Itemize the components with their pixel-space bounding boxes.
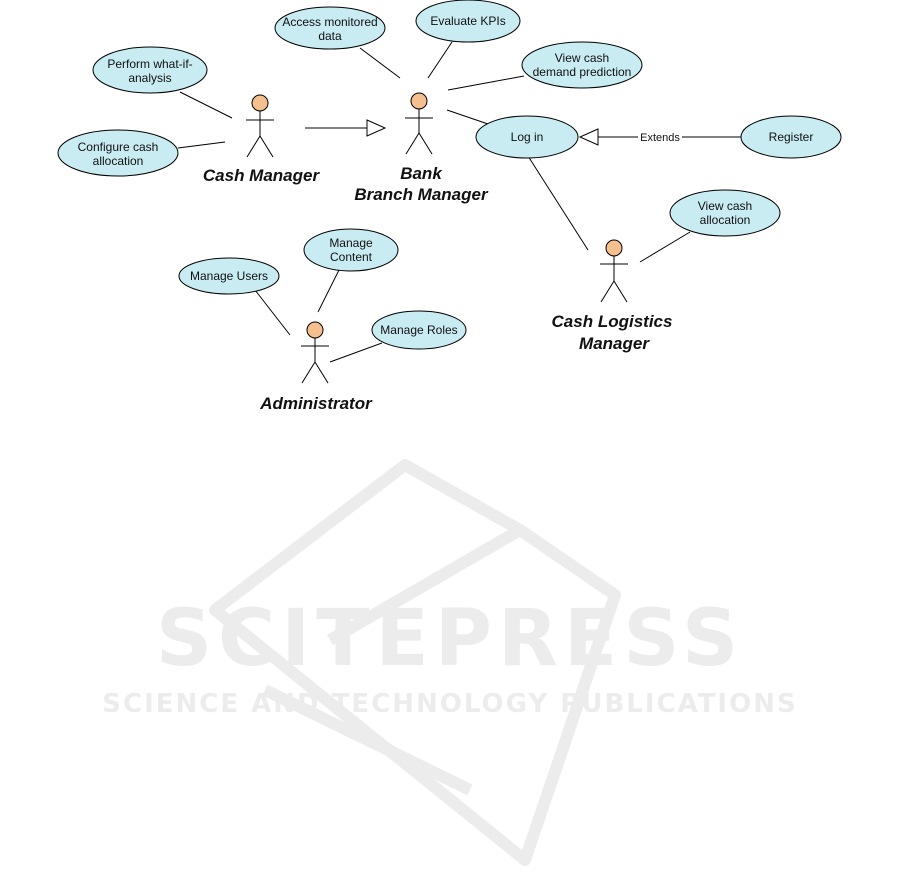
use-case-view-cash-demand[interactable]: View cash demand prediction bbox=[521, 41, 643, 89]
assoc-login-bank bbox=[446, 109, 489, 125]
use-case-label: View cash bbox=[555, 51, 609, 65]
actor-label: Cash Logistics bbox=[552, 312, 673, 331]
watermark-book-icon bbox=[209, 459, 621, 866]
assoc-users bbox=[254, 289, 291, 336]
use-case-label: Content bbox=[330, 250, 373, 264]
use-case-manage-content[interactable]: Manage Content bbox=[303, 228, 399, 272]
stick-figure-icon bbox=[600, 239, 628, 303]
use-case-label: Register bbox=[769, 130, 814, 144]
use-case-configure-cash[interactable]: Configure cash allocation bbox=[57, 129, 179, 177]
use-case-label: Log in bbox=[511, 130, 544, 144]
use-case-label: Manage Roles bbox=[380, 323, 457, 337]
use-case-label: Manage Users bbox=[190, 269, 268, 283]
associations bbox=[177, 41, 691, 363]
use-case-evaluate-kpis[interactable]: Evaluate KPIs bbox=[415, 0, 521, 43]
assoc-demand bbox=[447, 75, 525, 91]
use-case-label: Manage bbox=[329, 236, 373, 250]
use-case-label: Perform what-if- bbox=[107, 57, 192, 71]
assoc-roles bbox=[329, 342, 383, 363]
actor-bank-branch-manager[interactable]: Bank Branch Manager bbox=[354, 92, 489, 204]
use-case-register[interactable]: Register bbox=[740, 115, 842, 159]
actor-cash-logistics-manager[interactable]: Cash Logistics Manager bbox=[552, 239, 673, 353]
use-case-manage-users[interactable]: Manage Users bbox=[178, 257, 280, 295]
assoc-kpis bbox=[427, 41, 453, 79]
use-case-log-in[interactable]: Log in bbox=[475, 115, 579, 159]
use-case-label: data bbox=[318, 29, 342, 43]
watermark-subtitle: SCIENCE AND TECHNOLOGY PUBLICATIONS bbox=[102, 689, 797, 719]
assoc-content bbox=[317, 267, 341, 313]
actor-label: Administrator bbox=[259, 394, 373, 413]
actor-label: Bank bbox=[400, 164, 443, 183]
use-case-access-monitored[interactable]: Access monitored data bbox=[274, 6, 386, 50]
assoc-login-logistics bbox=[527, 155, 589, 251]
use-case-label: Evaluate KPIs bbox=[430, 14, 505, 28]
watermark: SCITEPRESS SCIENCE AND TECHNOLOGY PUBLIC… bbox=[102, 459, 797, 866]
assoc-allocation bbox=[639, 231, 691, 263]
stick-figure-icon bbox=[405, 92, 433, 155]
use-case-label: analysis bbox=[128, 71, 171, 85]
actor-cash-manager[interactable]: Cash Manager bbox=[203, 94, 321, 185]
use-case-perform-what-if[interactable]: Perform what-if- analysis bbox=[92, 46, 208, 94]
use-case-label: Access monitored bbox=[282, 15, 377, 29]
assoc-access bbox=[359, 47, 401, 79]
actor-administrator[interactable]: Administrator bbox=[259, 321, 373, 413]
stick-figure-icon bbox=[301, 321, 329, 384]
actor-label: Branch Manager bbox=[354, 185, 489, 204]
generalization-arrow bbox=[305, 119, 387, 137]
use-case-manage-roles[interactable]: Manage Roles bbox=[371, 310, 467, 350]
assoc-configure bbox=[177, 141, 226, 149]
actor-label: Cash Manager bbox=[203, 166, 321, 185]
extends-arrow: Extends bbox=[578, 128, 742, 146]
assoc-what-if bbox=[179, 91, 233, 119]
use-case-label: allocation bbox=[93, 154, 144, 168]
use-case-view-cash-allocation[interactable]: View cash allocation bbox=[669, 189, 781, 237]
watermark-title: SCITEPRESS bbox=[156, 594, 744, 684]
extends-label: Extends bbox=[640, 132, 680, 144]
actor-label: Manager bbox=[579, 334, 650, 353]
use-case-label: Configure cash bbox=[78, 140, 159, 154]
stick-figure-icon bbox=[246, 94, 274, 158]
use-case-label: allocation bbox=[700, 213, 751, 227]
use-case-label: View cash bbox=[698, 199, 752, 213]
use-case-label: demand prediction bbox=[533, 65, 632, 79]
